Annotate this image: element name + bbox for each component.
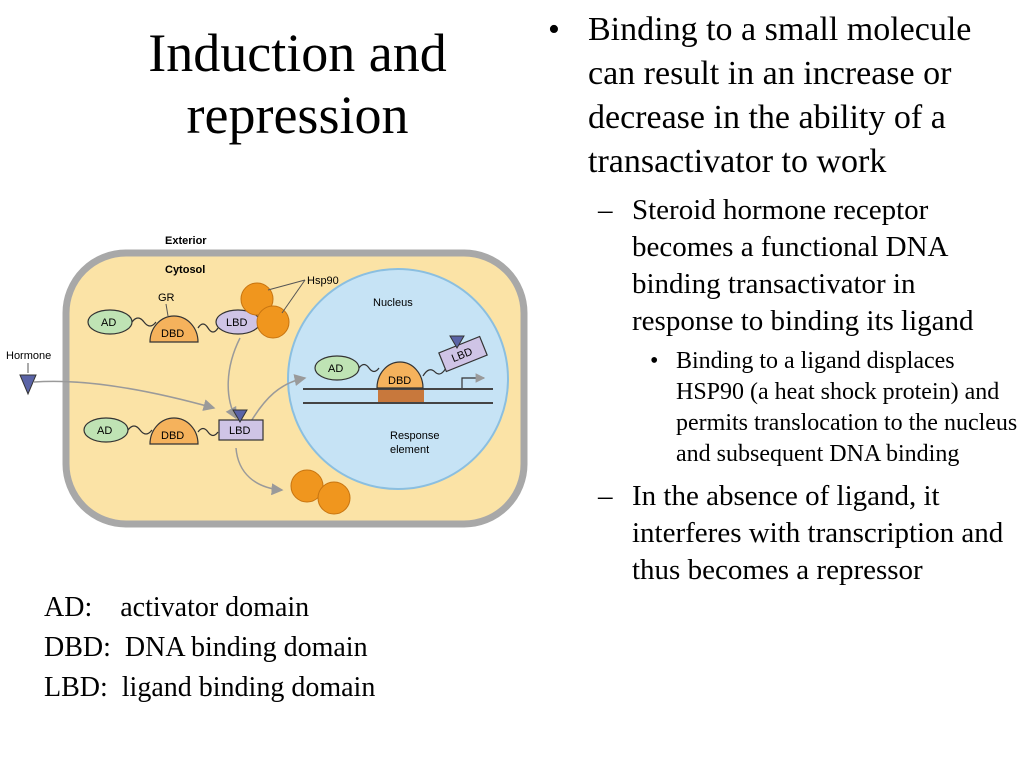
legend-row-lbd: LBD: ligand binding domain xyxy=(44,668,375,708)
legend-row-dbd: DBD: DNA binding domain xyxy=(44,628,375,668)
legend-meaning: ligand binding domain xyxy=(121,672,376,703)
lbd-label: LBD xyxy=(229,425,250,437)
sub-sub-bullet-hsp90: • Binding to a ligand displaces HSP90 (a… xyxy=(540,346,1020,470)
legend-abbr: AD: xyxy=(44,592,93,623)
receptor-diagram: Exterior Cytosol Nucleus Response elemen… xyxy=(6,235,528,528)
bullet-marker: • xyxy=(548,11,560,48)
hormone-molecule xyxy=(19,374,37,396)
legend-meaning: activator domain xyxy=(120,592,310,623)
response-element-label: Response xyxy=(390,430,440,442)
ad-label: AD xyxy=(328,363,343,375)
transcription-start-arrow xyxy=(461,373,486,388)
response-element-label-2: element xyxy=(390,444,429,456)
cytosol-label: Cytosol xyxy=(165,264,205,276)
dbd-domain xyxy=(376,361,424,389)
lbd-label: LBD xyxy=(226,317,247,329)
legend-abbr: LBD: xyxy=(44,672,108,703)
dbd-label: DBD xyxy=(161,430,184,442)
ad-label: AD xyxy=(97,425,112,437)
domain-legend: AD: activator domain DBD: DNA binding do… xyxy=(44,588,375,708)
hsp90-protein xyxy=(240,282,274,316)
bullet-text: In the absence of ligand, it interferes … xyxy=(632,480,1004,586)
legend-abbr: DBD: xyxy=(44,632,111,663)
nucleus-label: Nucleus xyxy=(373,297,413,309)
dash-marker: – xyxy=(598,194,613,226)
legend-row-ad: AD: activator domain xyxy=(44,588,375,628)
dash-marker: – xyxy=(598,480,613,512)
slide-title: Induction and repression xyxy=(148,23,447,145)
exterior-label: Exterior xyxy=(165,235,207,247)
hsp90-protein xyxy=(256,305,290,339)
legend-meaning: DNA binding domain xyxy=(124,632,368,663)
bullet-text: Steroid hormone receptor becomes a funct… xyxy=(632,194,974,337)
bullet-list: • Binding to a small molecule can result… xyxy=(540,8,1020,589)
dbd-label: DBD xyxy=(161,328,184,340)
dbd-label: DBD xyxy=(388,375,411,387)
ad-label: AD xyxy=(101,317,116,329)
response-element-dna xyxy=(378,390,424,402)
hsp90-label: Hsp90 xyxy=(307,275,339,287)
bullet-text: Binding to a small molecule can result i… xyxy=(588,11,972,180)
bullet-text: Binding to a ligand displaces HSP90 (a h… xyxy=(676,348,1018,467)
dbd-domain xyxy=(149,315,199,343)
bullet-main: • Binding to a small molecule can result… xyxy=(540,8,1020,184)
hormone-molecule xyxy=(232,409,248,423)
hormone-label: Hormone xyxy=(6,350,51,362)
dbd-domain xyxy=(149,417,199,445)
hsp90-protein xyxy=(317,481,351,515)
bullet-marker: • xyxy=(650,348,659,374)
sub-bullet-repressor: – In the absence of ligand, it interfere… xyxy=(540,478,1020,589)
hormone-molecule xyxy=(449,335,465,349)
gr-label: GR xyxy=(158,292,175,304)
sub-bullet-steroid: – Steroid hormone receptor becomes a fun… xyxy=(540,192,1020,340)
